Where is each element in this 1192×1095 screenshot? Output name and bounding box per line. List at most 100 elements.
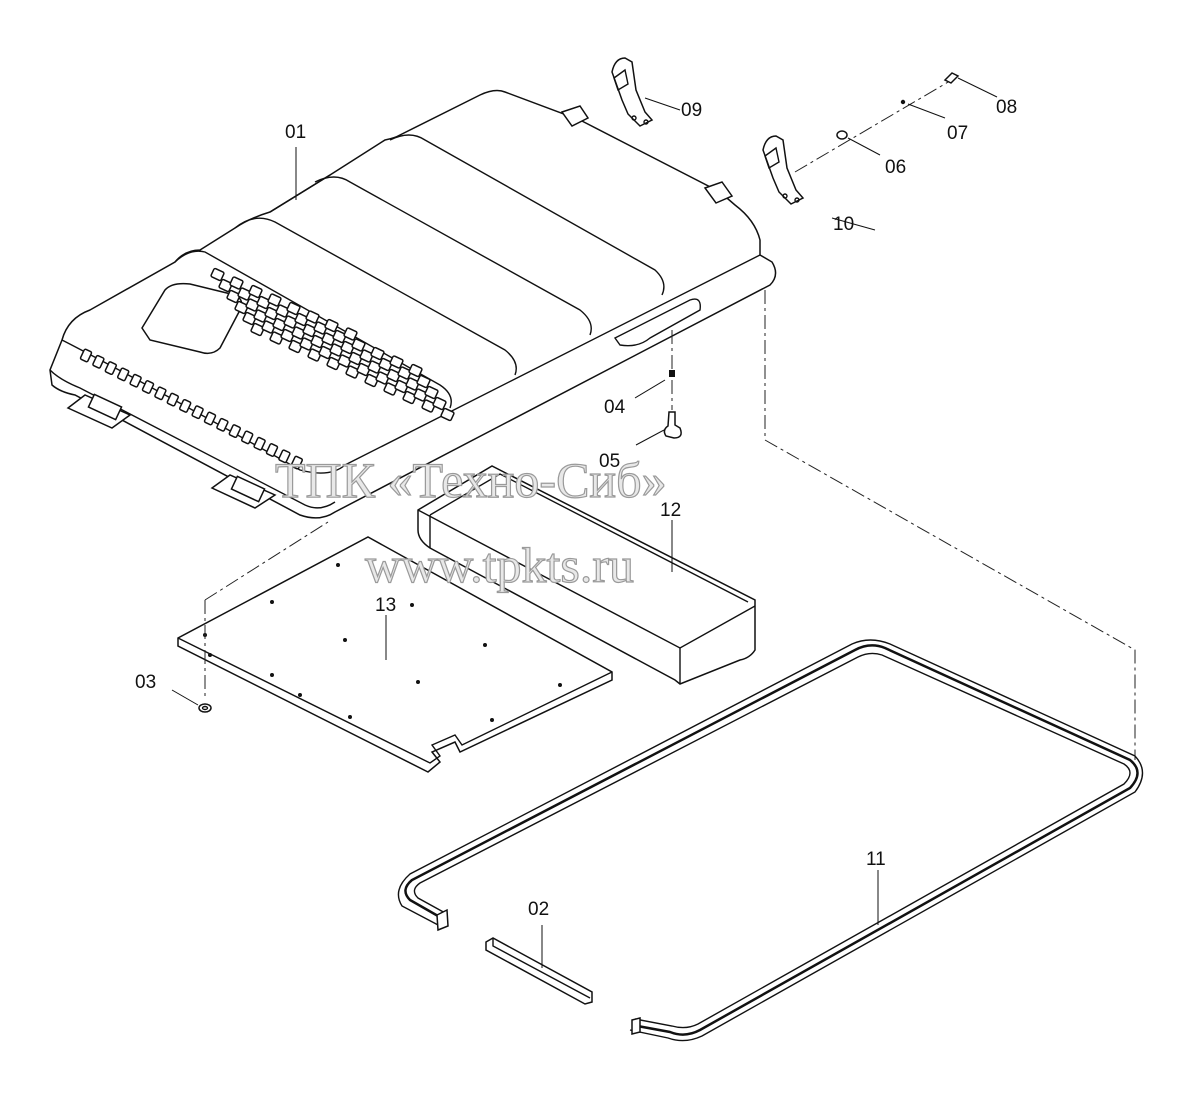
- side-slots: [79, 348, 304, 470]
- seal-strip-02: [485, 937, 593, 1005]
- vent-hole: [424, 385, 439, 400]
- vent-hole: [234, 300, 249, 315]
- pin-07: [900, 99, 906, 105]
- callout-labels: 01 02 03 04 05 06 07 08 09 10 11 12 13: [135, 97, 1017, 920]
- vent-hole: [402, 390, 417, 405]
- vent-hole: [210, 267, 225, 282]
- callout-09: 09: [681, 100, 702, 121]
- vent-hole: [421, 399, 436, 413]
- vent-hole: [305, 310, 320, 324]
- callout-03: 03: [135, 672, 156, 693]
- watermark: ТПК «Техно-Сиб» www.tpkts.ru: [274, 451, 667, 593]
- vent-hole: [321, 332, 336, 346]
- vent-hole: [356, 362, 371, 377]
- plate-hole: [410, 603, 414, 607]
- vent-hole: [440, 407, 455, 422]
- vent-hole: [256, 295, 271, 310]
- side-slot: [240, 430, 254, 445]
- watermark-url: www.tpkts.ru: [365, 537, 634, 593]
- side-slot: [166, 392, 180, 407]
- vent-hole: [345, 365, 360, 379]
- side-slot: [92, 354, 105, 369]
- plate-hole: [416, 680, 420, 684]
- vent-hole: [313, 321, 328, 335]
- vent-hole: [248, 284, 263, 299]
- vent-hole: [378, 357, 393, 372]
- side-slot: [129, 373, 142, 388]
- vent-hole: [351, 338, 366, 352]
- vent-hole: [318, 345, 333, 360]
- plate-hole: [343, 638, 347, 642]
- callout-04: 04: [604, 397, 626, 418]
- vent-hole: [408, 363, 423, 378]
- vent-hole: [275, 304, 290, 318]
- plate-hole: [270, 673, 274, 677]
- latch-10: [762, 135, 805, 205]
- vent-hole: [397, 366, 412, 380]
- vent-hole: [375, 371, 390, 385]
- vent-hole: [242, 311, 257, 326]
- plate-13: [177, 536, 613, 773]
- callout-01: 01: [285, 122, 306, 143]
- side-slot: [104, 361, 118, 376]
- vent-hole: [326, 356, 341, 371]
- washer-06: [836, 130, 848, 140]
- nut-04: [669, 370, 675, 377]
- side-slot: [203, 411, 217, 426]
- callout-08: 08: [996, 97, 1017, 118]
- side-slot: [278, 449, 291, 464]
- vent-hole: [413, 388, 428, 402]
- channel-bracket-12: [417, 465, 756, 685]
- vent-hole: [218, 278, 233, 293]
- plate-hole: [490, 718, 494, 722]
- vent-hole: [291, 326, 306, 340]
- plate-hole: [336, 563, 340, 567]
- vent-hole: [370, 346, 385, 361]
- vent-hole: [280, 328, 295, 343]
- callout-13: 13: [375, 595, 396, 616]
- bolt-08: [943, 72, 960, 84]
- vent-hole: [283, 315, 298, 329]
- cover-part: [49, 89, 777, 519]
- axis-line-top: [794, 77, 956, 173]
- vent-hole: [324, 318, 339, 333]
- vent-hole: [432, 396, 447, 411]
- plate-hole: [348, 715, 352, 719]
- side-slot: [79, 348, 93, 363]
- vent-hole: [386, 368, 401, 383]
- vent-hole: [340, 340, 355, 355]
- watermark-company: ТПК «Техно-Сиб»: [275, 452, 667, 508]
- vent-hole: [343, 327, 358, 341]
- plate-holes: [203, 563, 562, 722]
- callout-05: 05: [599, 451, 620, 472]
- vent-hole: [310, 334, 325, 349]
- vent-hole: [245, 298, 260, 312]
- vent-hole: [267, 293, 282, 307]
- vent-hole: [250, 322, 265, 337]
- plate-hole: [270, 600, 274, 604]
- latch-09: [611, 57, 654, 127]
- callout-07: 07: [947, 123, 968, 144]
- vent-hole: [359, 349, 374, 363]
- vent-hole: [332, 329, 347, 344]
- vent-hole: [299, 337, 314, 351]
- washer-03: [198, 703, 212, 713]
- vent-hole: [253, 309, 268, 323]
- side-slot: [116, 367, 130, 382]
- callout-06: 06: [885, 157, 906, 178]
- side-slot: [290, 455, 304, 470]
- side-slot: [228, 424, 242, 439]
- vent-hole: [364, 373, 379, 388]
- vent-hole: [394, 379, 409, 394]
- vent-hole: [229, 276, 244, 290]
- stud-05: [663, 411, 682, 439]
- plate-hole: [298, 693, 302, 697]
- callout-11: 11: [866, 849, 886, 870]
- vent-hole: [337, 354, 352, 368]
- vent-hole: [272, 317, 287, 332]
- axis-line-seal: [764, 290, 1136, 760]
- plate-hole: [483, 643, 487, 647]
- callout-02: 02: [528, 899, 549, 920]
- vent-hole: [367, 360, 382, 374]
